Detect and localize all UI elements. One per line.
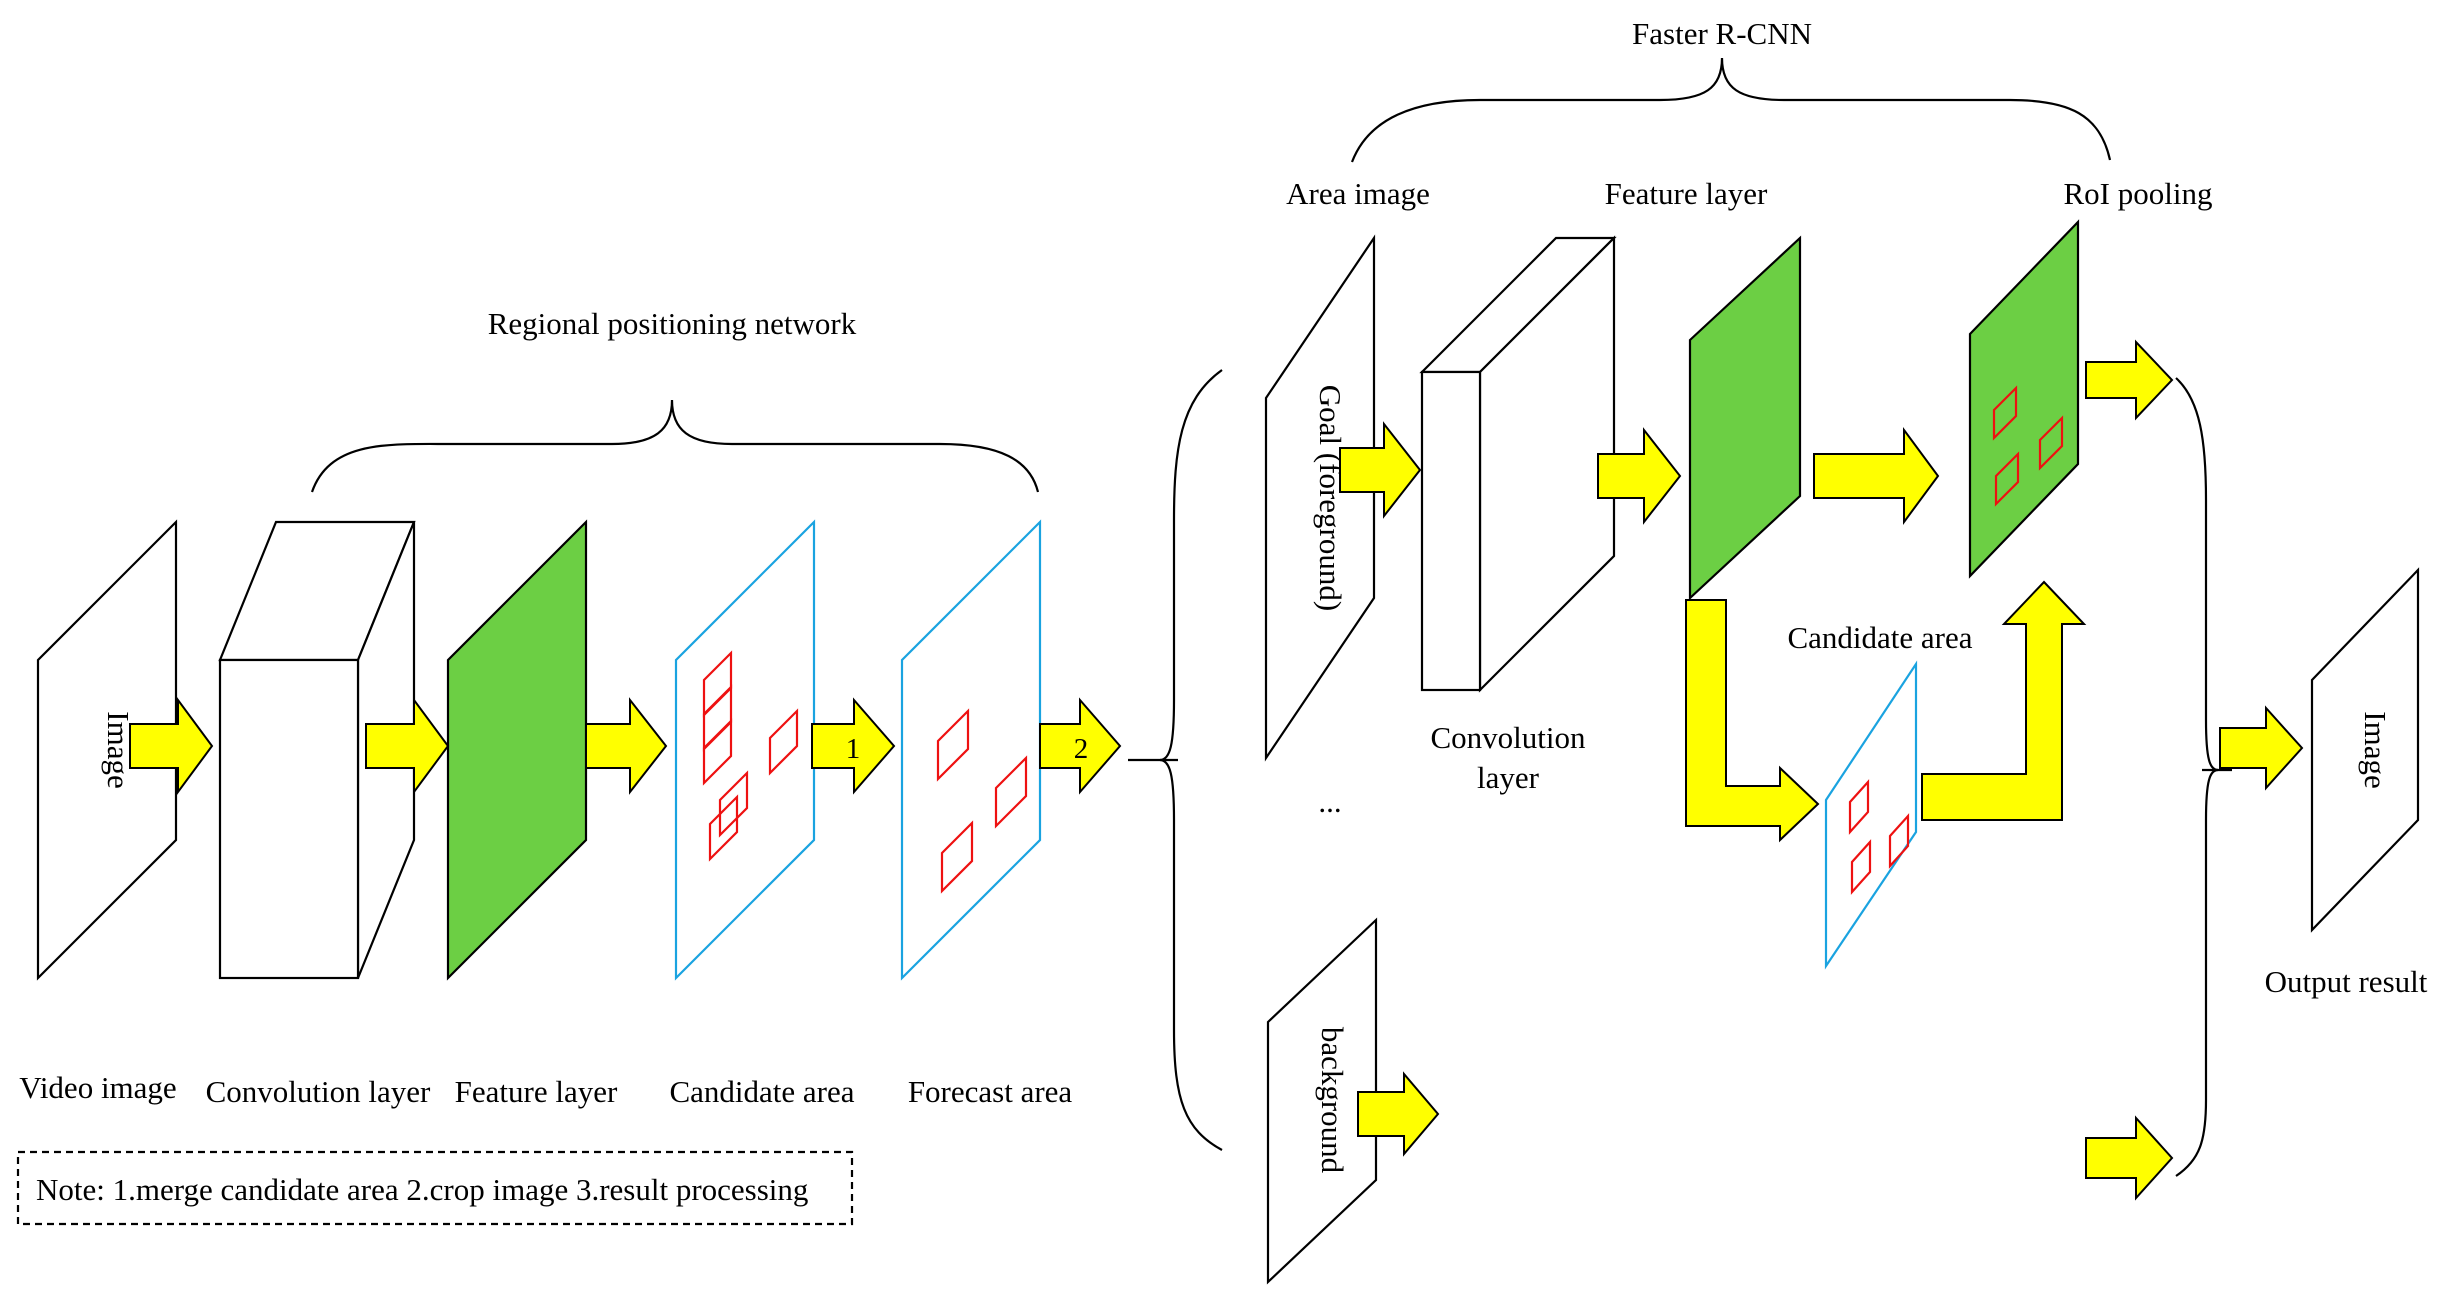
label-feature-layer-left: Feature layer <box>455 1074 618 1109</box>
forecast-boxes <box>936 708 1028 894</box>
convolution-block-right <box>1419 235 1617 693</box>
note-box <box>16 1150 854 1226</box>
arrow-bottom-out[interactable] <box>2085 1115 2174 1201</box>
candidate-boxes-left <box>702 650 799 862</box>
arrow-conv-to-feature-right[interactable] <box>1597 427 1682 525</box>
output-image-plane <box>2310 567 2420 933</box>
step-number-2: 2 <box>1074 733 1089 765</box>
arrow-conv-to-feature[interactable] <box>365 696 450 796</box>
arrow-background-out[interactable] <box>1357 1071 1440 1157</box>
note-text: Note: 1.merge candidate area 2.crop imag… <box>36 1172 808 1207</box>
candidate-area-plane-right <box>1824 660 1918 970</box>
candidate-boxes-right <box>1848 779 1910 895</box>
arrow-step-2[interactable] <box>1039 697 1122 795</box>
goal-label: Goal (foreground) <box>1313 385 1348 611</box>
label-convolution-layer-left: Convolution layer <box>206 1074 431 1109</box>
arrow-feature-to-candidate-right[interactable] <box>1685 599 1820 843</box>
feature-layer-left <box>446 519 588 981</box>
label-roi-pooling: RoI pooling <box>2064 176 2213 211</box>
label-area-image: Area image <box>1286 176 1430 211</box>
arrow-image-to-conv[interactable] <box>129 696 214 796</box>
video-image-plane <box>36 519 178 981</box>
arrow-step-1[interactable] <box>811 697 896 795</box>
roi-pooling-plane <box>1968 219 2080 579</box>
label-video-image: Video image <box>19 1070 176 1105</box>
arrow-candidate-to-roi[interactable] <box>1921 580 2087 821</box>
label-candidate-area-left: Candidate area <box>669 1074 854 1109</box>
roi-boxes <box>1992 385 2064 507</box>
split-brace-right <box>2175 377 2219 1177</box>
forecast-area-plane <box>900 519 1042 981</box>
arrow-goal-to-conv[interactable] <box>1339 421 1422 519</box>
label-forecast-area: Forecast area <box>908 1074 1073 1109</box>
label-candidate-area-right: Candidate area <box>1787 620 1972 655</box>
arrow-feature-to-candidate[interactable] <box>585 697 668 795</box>
feature-layer-right <box>1688 235 1802 601</box>
arrow-to-output[interactable] <box>2219 705 2304 791</box>
label-convolution-line2: layer <box>1477 760 1540 795</box>
label-feature-layer-right: Feature layer <box>1605 176 1768 211</box>
candidate-area-plane-left <box>674 519 816 981</box>
rpn-title: Regional positioning network <box>488 306 857 341</box>
arrow-roi-out[interactable] <box>2085 339 2174 421</box>
step-number-1: 1 <box>846 733 861 765</box>
arrow-feature-to-roi[interactable] <box>1813 426 1940 526</box>
rpn-brace <box>310 399 1040 493</box>
goal-foreground-plane <box>1264 234 1376 762</box>
faster-rcnn-brace <box>1350 57 2112 163</box>
ellipsis: ... <box>1318 784 1341 819</box>
background-label: background <box>1315 1027 1350 1174</box>
label-convolution-line1: Convolution <box>1430 720 1586 755</box>
faster-rcnn-title: Faster R-CNN <box>1632 16 1812 51</box>
image-label-right: Image <box>2358 711 2393 788</box>
label-output-result: Output result <box>2265 964 2428 999</box>
split-brace-left <box>1159 369 1223 1151</box>
background-plane <box>1266 917 1378 1285</box>
